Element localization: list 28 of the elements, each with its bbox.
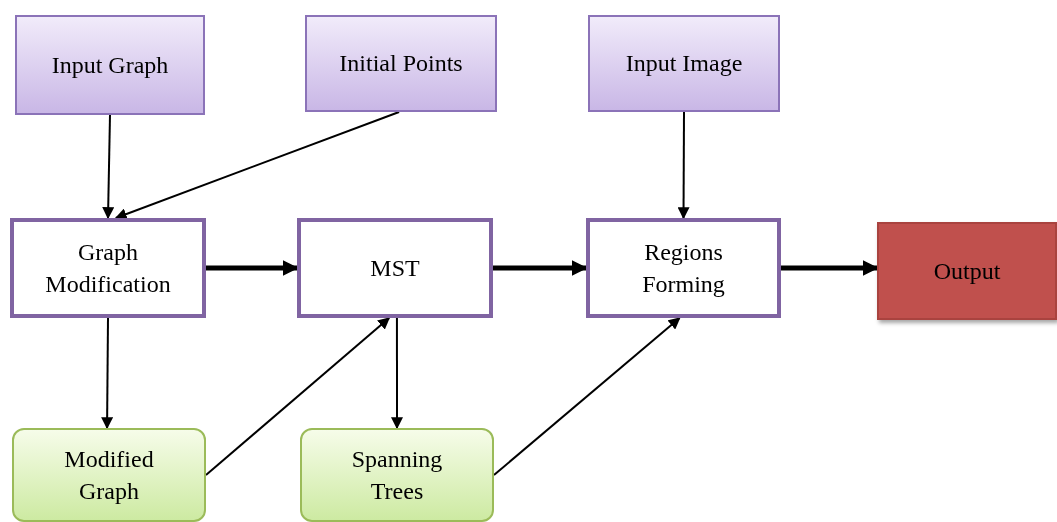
node-label: Output [932, 256, 1002, 286]
arrow [493, 260, 588, 276]
arrow [493, 317, 681, 476]
node-label: Input Graph [50, 50, 170, 80]
arrow [102, 114, 115, 220]
node-label: MST [369, 253, 421, 283]
result-box [300, 428, 494, 522]
node-label: Regions Forming [641, 237, 726, 299]
node-label: Input Image [624, 49, 744, 79]
node-label: Graph Modification [44, 237, 172, 299]
process-box [297, 218, 493, 318]
node-label: Modified Graph [63, 444, 155, 506]
arrow [677, 111, 690, 220]
output-box [877, 222, 1057, 320]
input-box [588, 15, 780, 112]
arrow [205, 317, 391, 476]
arrow [391, 317, 403, 430]
input-box [305, 15, 497, 112]
input-box [15, 15, 205, 115]
node-label: Spanning Trees [350, 444, 444, 506]
arrow [114, 111, 401, 220]
process-box [586, 218, 781, 318]
arrow [781, 260, 879, 277]
process-box [10, 218, 206, 318]
node-label: Initial Points [338, 49, 464, 79]
arrow [101, 317, 114, 430]
result-box [12, 428, 206, 522]
arrow [206, 260, 299, 276]
